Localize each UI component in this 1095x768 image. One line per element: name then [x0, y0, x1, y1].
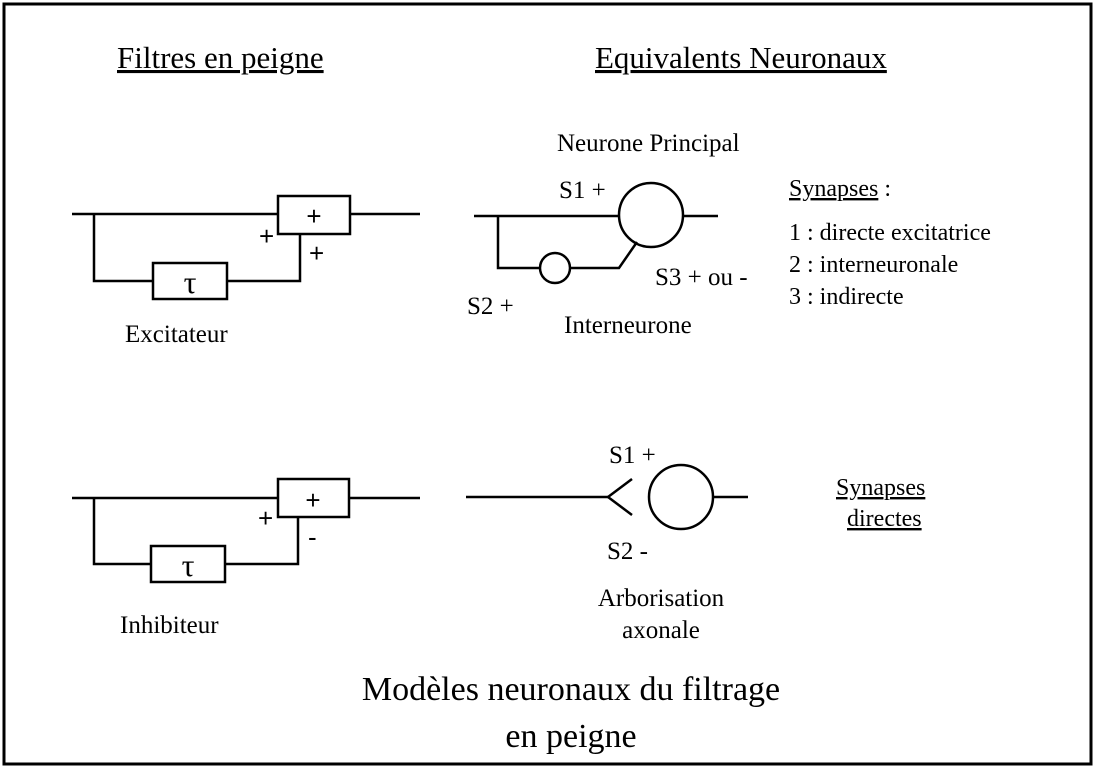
- heading-comb-filters: Filtres en peigne: [117, 40, 324, 75]
- figure-caption-line2: en peigne: [505, 718, 636, 755]
- direct-synapses-line2: directes: [847, 506, 922, 532]
- excitatory-caption: Excitateur: [125, 321, 228, 348]
- synapse-item-2: 2 : interneuronale: [789, 252, 958, 278]
- label-s3: S3 + ou -: [655, 264, 748, 291]
- axonal-caption-line1: Arborisation: [598, 585, 725, 612]
- excitatory-input-sign-bottom: +: [309, 238, 324, 268]
- synapses-legend-title: Synapses :: [789, 176, 891, 202]
- figure-caption-line1: Modèles neuronaux du filtrage: [362, 671, 780, 708]
- inhibitory-input-sign-bottom: -: [308, 522, 317, 552]
- axonal-label-s1: S1 +: [609, 442, 656, 469]
- axonal-neuron-soma: [647, 463, 715, 531]
- principal-neuron-model: Neurone Principal S1 + S2 + S3 + ou - In…: [467, 130, 748, 339]
- interneuron-soma: [538, 251, 572, 285]
- axonal-caption-line2: axonale: [622, 617, 700, 644]
- inhibitory-adder-symbol: +: [305, 485, 320, 515]
- synapse-item-3: 3 : indirecte: [789, 284, 904, 310]
- heading-neural-equivalents: Equivalents Neuronaux: [595, 40, 887, 75]
- label-s2: S2 +: [467, 293, 514, 320]
- inhibitory-caption: Inhibiteur: [120, 612, 219, 639]
- axon-branch: [605, 478, 633, 516]
- excitatory-comb-filter: + τ + + Excitateur: [72, 194, 420, 348]
- excitatory-input-sign-top: +: [259, 221, 274, 251]
- direct-synapses-line1: Synapses: [836, 475, 925, 501]
- axonal-arborisation-model: S1 + S2 - Arborisation axonale: [466, 442, 748, 644]
- synapse-item-1: 1 : directe excitatrice: [789, 220, 991, 246]
- synapses-legend: Synapses : 1 : directe excitatrice 2 : i…: [789, 176, 991, 310]
- interneuron-caption: Interneurone: [564, 312, 692, 339]
- excitatory-adder-symbol: +: [306, 201, 321, 231]
- inhibitory-comb-filter: + τ + - Inhibiteur: [72, 477, 420, 639]
- axonal-label-s2: S2 -: [607, 538, 648, 565]
- principal-neuron-title: Neurone Principal: [557, 130, 740, 157]
- inhibitory-input-sign-top: +: [258, 503, 273, 533]
- principal-neuron-soma: [617, 181, 685, 249]
- label-s1: S1 +: [559, 177, 606, 204]
- inhibitory-delay-symbol: τ: [182, 547, 195, 583]
- excitatory-delay-symbol: τ: [184, 264, 197, 300]
